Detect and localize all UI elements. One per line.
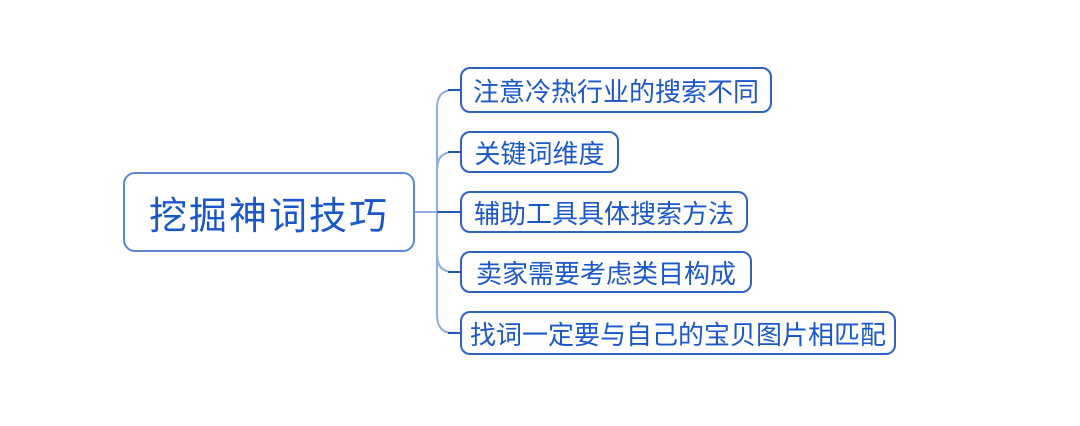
branch-curve-child-4 <box>436 253 454 273</box>
child-topic-1[interactable]: 注意冷热行业的搜索不同 <box>460 67 772 113</box>
branch-curve-child-2 <box>436 151 454 171</box>
child-topic-2[interactable]: 关键词维度 <box>460 131 619 173</box>
branch-curve-child-5 <box>436 314 454 334</box>
branch-curve-child-1 <box>436 89 454 109</box>
root-topic[interactable]: 挖掘神词技巧 <box>123 172 415 252</box>
child-topic-4[interactable]: 卖家需要考虑类目构成 <box>460 251 752 293</box>
child-topic-3[interactable]: 辅助工具具体搜索方法 <box>460 191 748 233</box>
child-topic-5[interactable]: 找词一定要与自己的宝贝图片相匹配 <box>460 311 896 355</box>
